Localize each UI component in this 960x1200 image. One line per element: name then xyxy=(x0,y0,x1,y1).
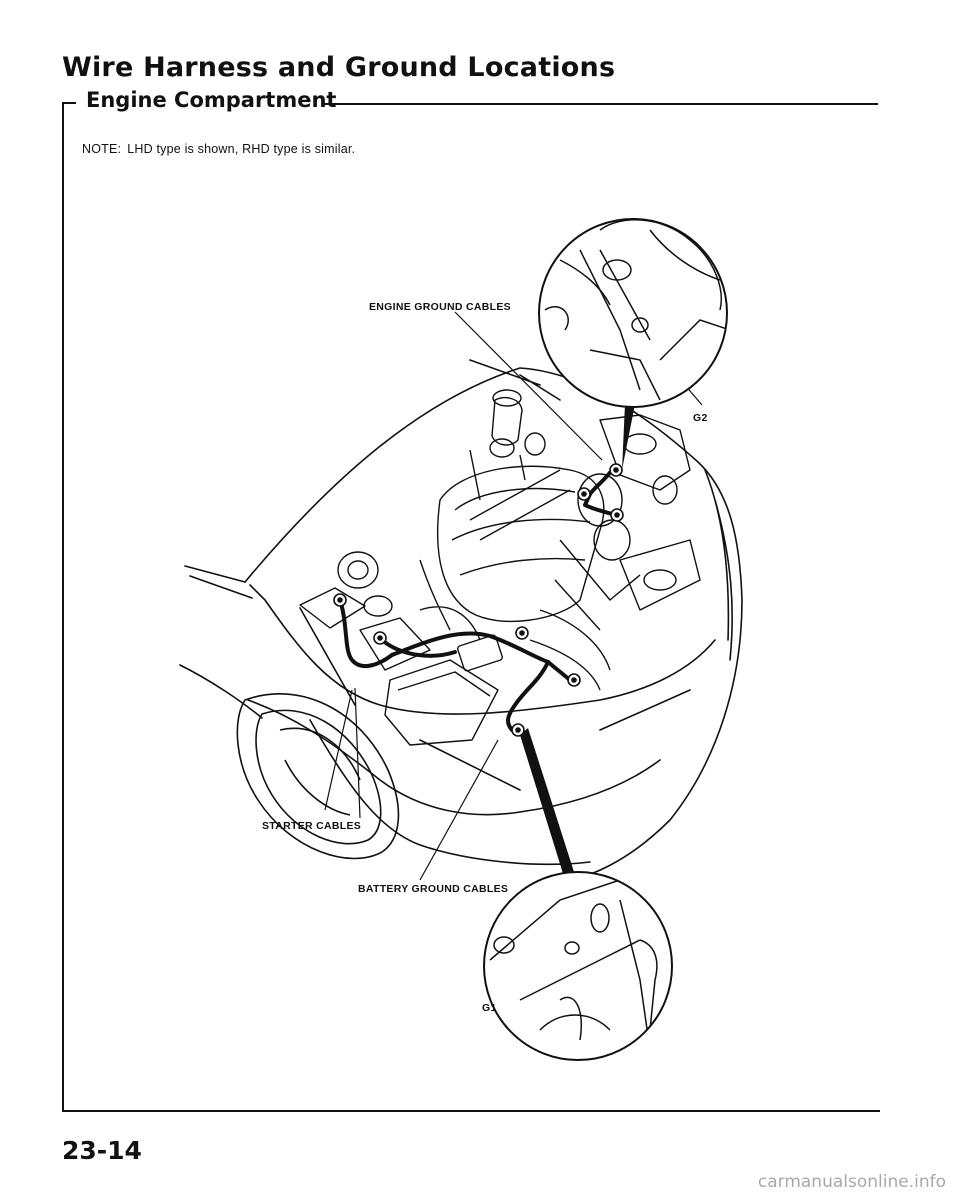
g2-magnifier xyxy=(538,218,728,408)
callout-starter-cables: STARTER CABLES xyxy=(262,820,362,832)
callout-engine-ground-cables: ENGINE GROUND CABLES xyxy=(369,301,511,313)
note-label: NOTE: xyxy=(82,142,122,156)
watermark: carmanualsonline.info xyxy=(757,1172,946,1192)
note: NOTE: LHD type is shown, RHD type is simi… xyxy=(82,142,355,156)
section-frame-left-rule xyxy=(62,102,64,1110)
g1-magnifier xyxy=(483,871,673,1061)
callout-battery-ground-cables: BATTERY GROUND CABLES xyxy=(358,883,509,895)
callout-g2: G2 xyxy=(693,412,708,424)
note-text: LHD type is shown, RHD type is similar. xyxy=(127,142,356,156)
page-title: Wire Harness and Ground Locations xyxy=(62,52,616,83)
section-frame-corner-rule xyxy=(62,102,76,104)
engine-components xyxy=(299,389,701,746)
page-number: 23-14 xyxy=(62,1136,142,1165)
callout-g1: G1 xyxy=(482,1002,497,1014)
section-frame-bottom-rule xyxy=(62,1110,880,1112)
car-body-outline xyxy=(179,359,743,881)
section-frame-top-rule xyxy=(322,103,878,105)
ground-bolt-markers xyxy=(333,463,624,737)
front-wheel xyxy=(236,693,400,860)
ground-cable-routing xyxy=(338,468,618,732)
magnifier-connectors xyxy=(520,404,635,880)
section-title: Engine Compartment xyxy=(86,88,337,112)
